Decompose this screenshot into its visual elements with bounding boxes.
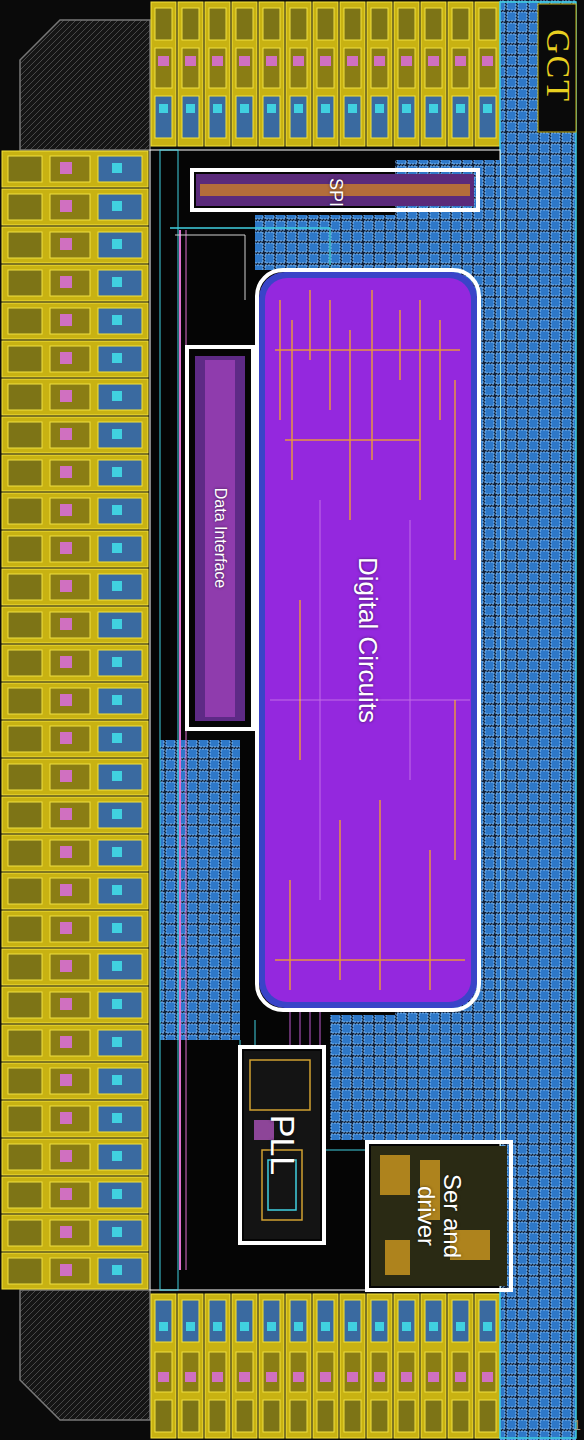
- block-label: SPI: [325, 178, 345, 202]
- block-label: Digital Circuits: [354, 278, 383, 1002]
- logo-text: GCT: [539, 29, 576, 103]
- serializer-block: Ser and driver: [365, 1140, 513, 1292]
- block-label: Data Interface: [211, 355, 229, 721]
- block-label: PLL: [263, 1055, 300, 1235]
- page-number: 1: [573, 1418, 581, 1433]
- digital-block: Digital Circuits: [255, 268, 481, 1012]
- pll-block: PLL: [238, 1045, 326, 1245]
- block-label: Ser and driver: [413, 1150, 466, 1282]
- interface-block: Data Interface: [185, 345, 255, 731]
- spi-block: SPI: [190, 168, 480, 212]
